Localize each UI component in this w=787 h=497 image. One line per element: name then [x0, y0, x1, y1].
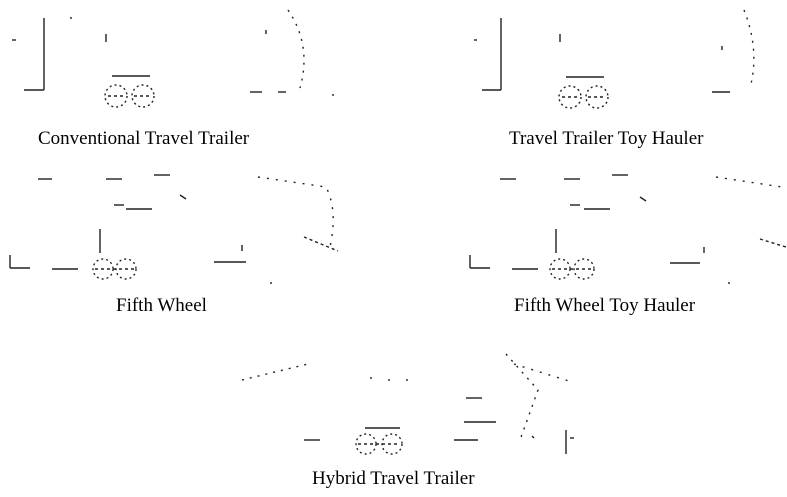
tt-toy-hauler-illustration — [474, 9, 755, 109]
conventional-trailer-illustration — [12, 9, 334, 108]
trailer-figure-fifth-wheel: Fifth Wheel — [0, 165, 360, 325]
fw-toy-hauler-illustration — [469, 174, 787, 284]
trailer-label-conventional: Conventional Travel Trailer — [38, 128, 250, 149]
trailer-label-fifth-wheel: Fifth Wheel — [116, 295, 207, 316]
trailer-figure-conventional: Conventional Travel Trailer — [0, 0, 360, 160]
trailer-figure-tt-toy-hauler: Travel Trailer Toy Hauler — [460, 0, 787, 160]
trailer-label-hybrid: Hybrid Travel Trailer — [312, 468, 475, 489]
trailer-figure-hybrid: Hybrid Travel Trailer — [220, 340, 600, 497]
fifth-wheel-illustration — [9, 174, 339, 284]
hybrid-trailer-illustration — [241, 353, 574, 455]
trailer-figure-fw-toy-hauler: Fifth Wheel Toy Hauler — [460, 165, 787, 325]
trailer-label-fw-toy-hauler: Fifth Wheel Toy Hauler — [514, 295, 696, 316]
trailer-label-tt-toy-hauler: Travel Trailer Toy Hauler — [509, 128, 704, 149]
